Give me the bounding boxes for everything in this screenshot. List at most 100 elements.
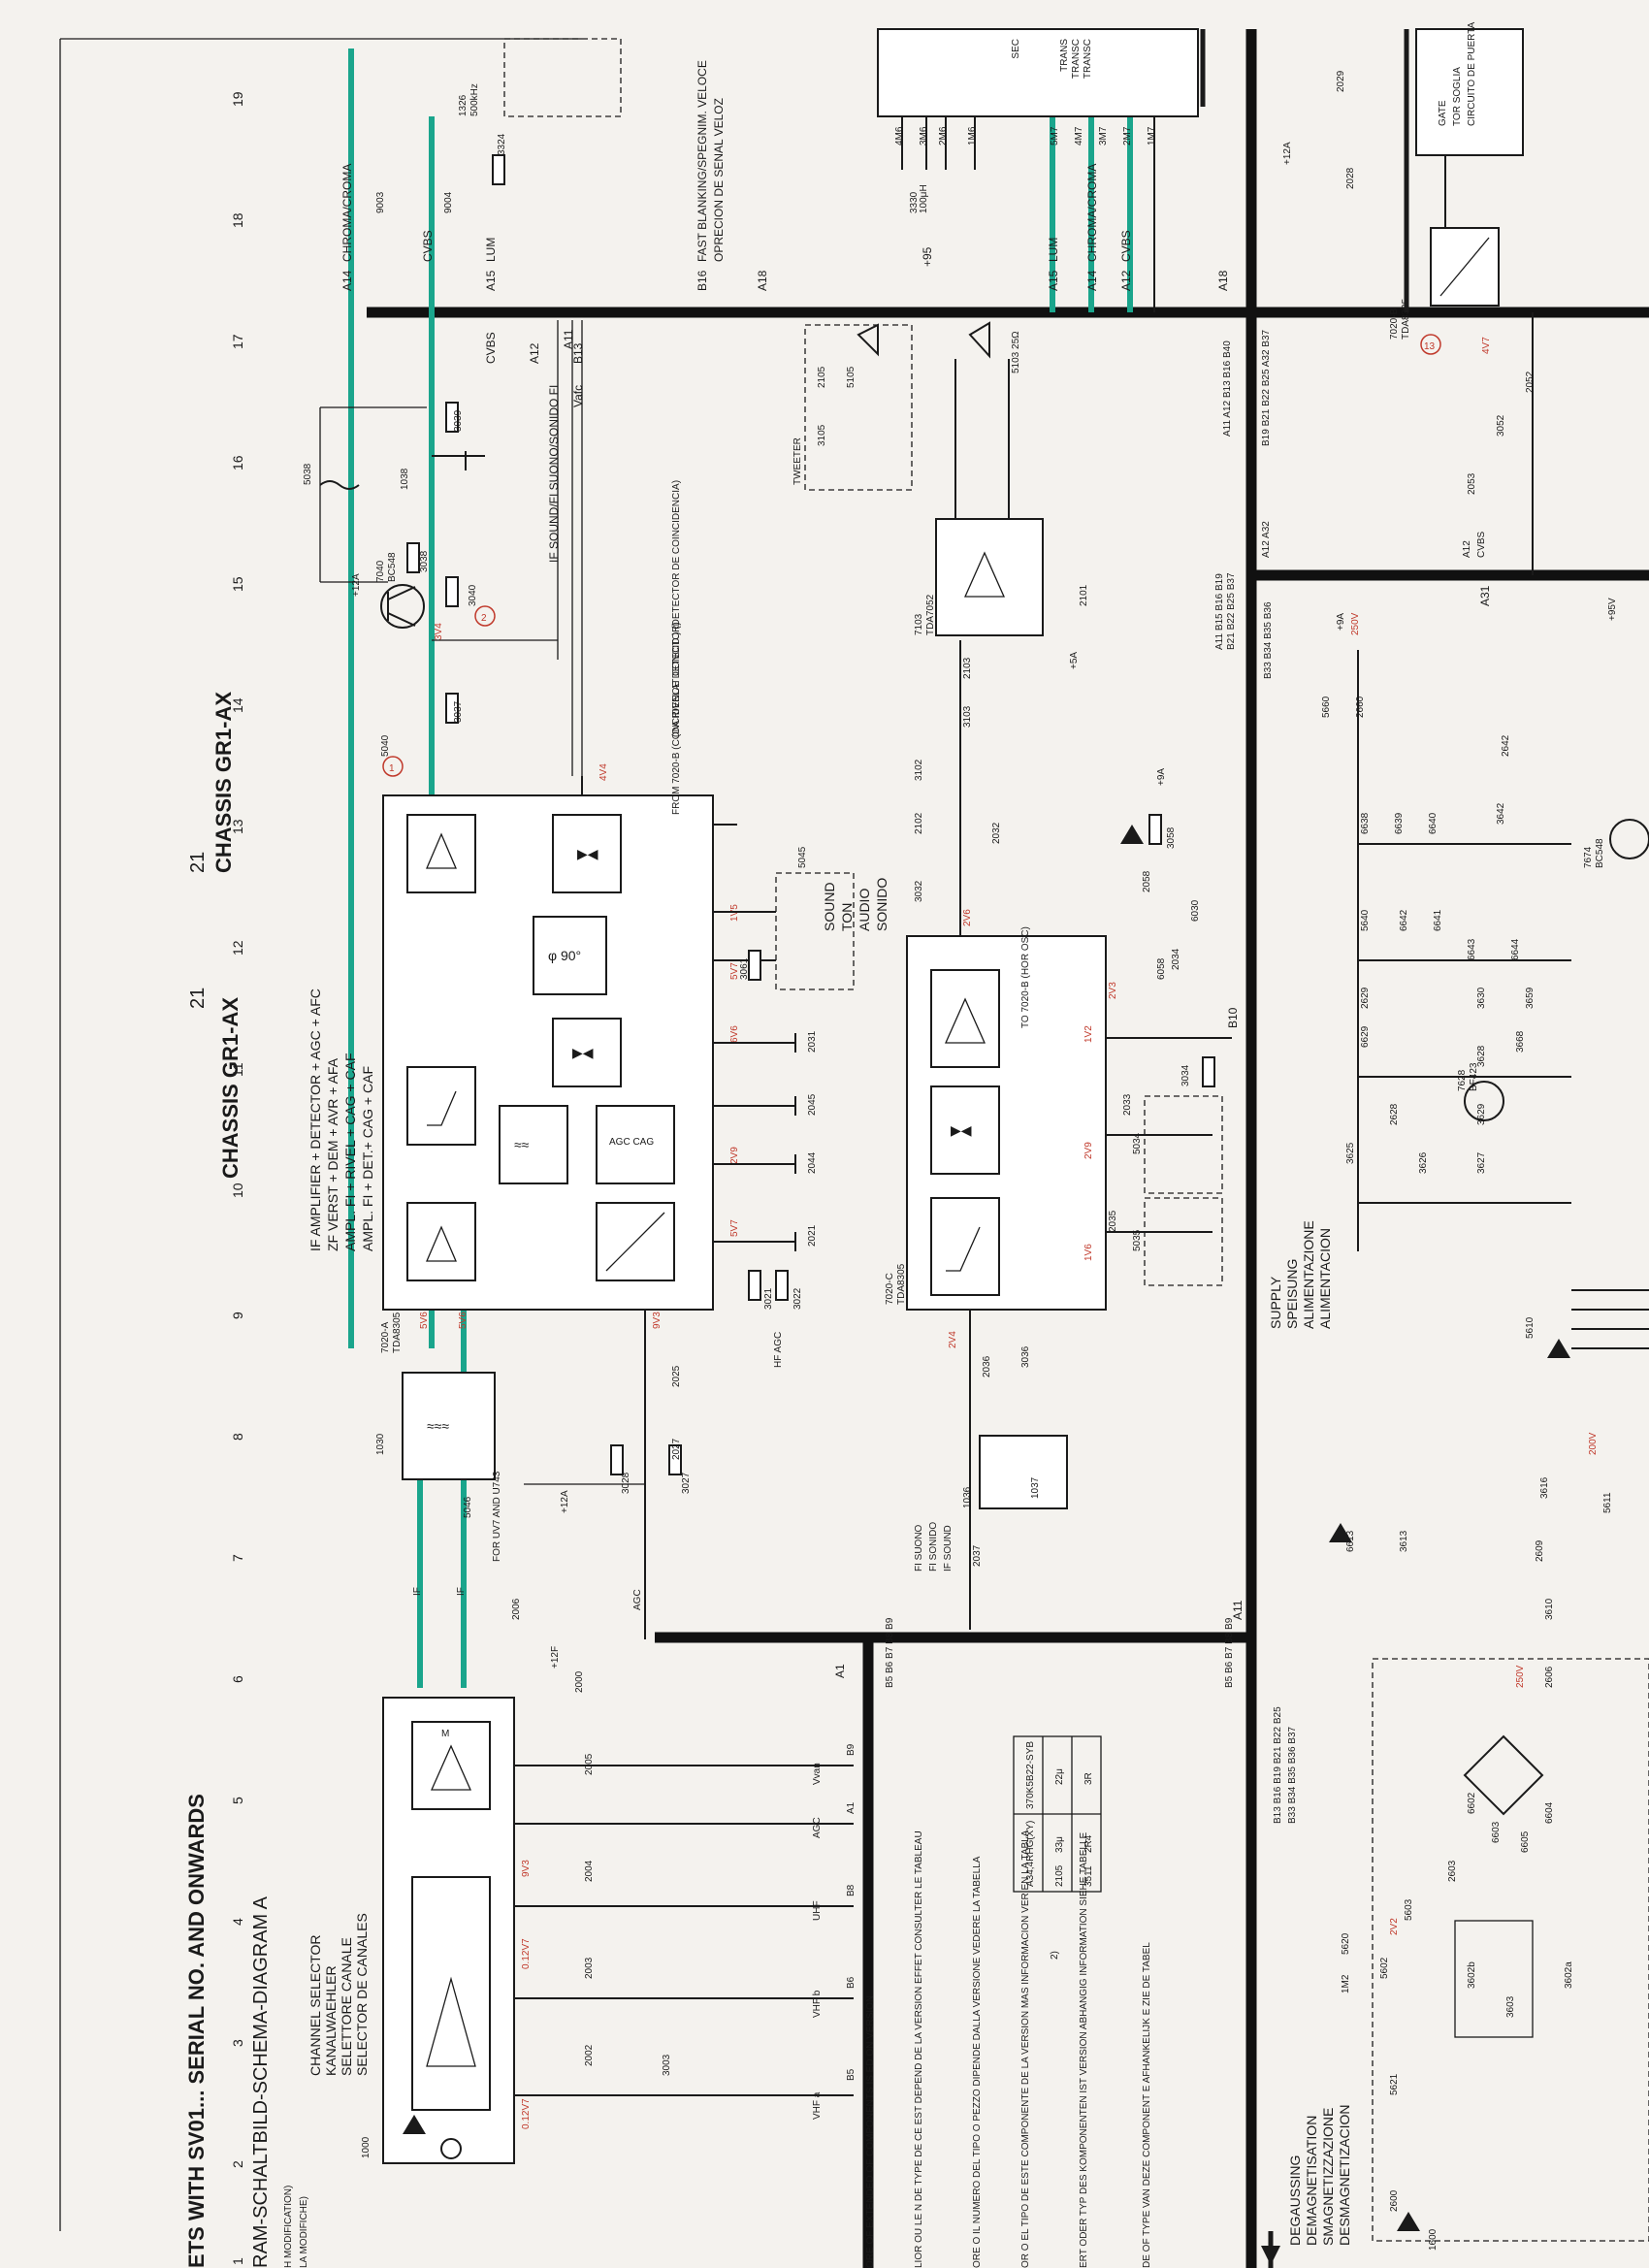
supply-name-4: ALIMENTACION	[1317, 1228, 1333, 1329]
channel-selector-name-4: SELECTOR DE CANALES	[354, 1913, 370, 2076]
svg-text:3061: 3061	[739, 957, 750, 980]
svg-text:2029: 2029	[1336, 70, 1346, 92]
sound-label-3: AUDIO	[857, 889, 872, 931]
svg-text:φ 90°: φ 90°	[548, 948, 581, 963]
grid-19: 19	[230, 91, 245, 107]
v-5v6-a: 5V6	[419, 1312, 430, 1329]
v-95-supply: +9A	[1336, 613, 1346, 631]
pin-1m6: 1M6	[967, 126, 978, 146]
bus-list-b5: B5 B6 B7 B8 B9	[1224, 1617, 1235, 1688]
v-12a-1: +12A	[351, 573, 362, 597]
svg-text:2606: 2606	[1544, 1666, 1555, 1688]
grid-10: 10	[230, 1183, 245, 1198]
signal-chroma-2: CHROMA/CROMA	[1085, 164, 1099, 262]
v-95: +9A	[1156, 768, 1167, 786]
res-3040	[445, 576, 459, 607]
v-sound-1v2: 1V2	[1083, 1025, 1094, 1043]
footnotes: ORE OF EXTENDED OF COMPONENTS IS ED ON V…	[865, 1830, 1152, 2268]
channel-selector-name-1: CHANNEL SELECTOR	[307, 1935, 323, 2076]
transcoder-ic	[877, 28, 1199, 117]
bus-list-b21: B21 B22 B25 B37	[1226, 572, 1237, 650]
svg-text:5610: 5610	[1525, 1316, 1536, 1339]
grid-6: 6	[230, 1675, 245, 1683]
bus-list-b33: B33 B34 B35 B36	[1263, 601, 1274, 679]
transistor-7674-ref: 7674	[1583, 846, 1594, 868]
audio-amp-ref: 7103	[914, 613, 924, 635]
v-200v: 200V	[1588, 1432, 1599, 1455]
sound-label-1: SOUND	[822, 882, 837, 931]
tuner-amp	[411, 1721, 491, 1810]
grid-7: 7	[230, 1554, 245, 1562]
v-sound-2v9: 2V9	[1083, 1142, 1094, 1159]
if-amp-variable	[406, 1202, 476, 1281]
v-sound-1v6: 1V6	[1083, 1244, 1094, 1261]
signal-cvbs-3: CVBS	[1119, 230, 1133, 262]
v-sound-2v3: 2V3	[1108, 982, 1118, 999]
svg-text:2005: 2005	[584, 1753, 595, 1775]
svg-text:500kHz: 500kHz	[469, 83, 480, 116]
svg-text:6643: 6643	[1467, 938, 1477, 960]
v-9v3: 9V3	[652, 1312, 663, 1329]
svg-text:3630: 3630	[1476, 987, 1487, 1009]
res-3324	[492, 154, 505, 185]
signal-a15: A15	[484, 270, 498, 291]
svg-text:1600: 1600	[1428, 2228, 1439, 2251]
fi-suono: FI SUONO	[914, 1524, 924, 1571]
svg-text:≈≈: ≈≈	[514, 1137, 530, 1152]
sound-limiter	[930, 1197, 1000, 1296]
warning-icon-3	[1547, 1339, 1570, 1358]
v-12f: +12F	[550, 1646, 561, 1669]
signal-a18-2: A18	[1216, 270, 1230, 291]
speaker-icon	[968, 321, 990, 359]
filter-1326	[503, 38, 622, 117]
svg-text:3032: 3032	[914, 880, 924, 902]
res-3027	[668, 1444, 682, 1475]
pin-5m7: 5M7	[1050, 126, 1060, 146]
top-ic-pins: 4M6 3M6 2M6 1M6 5M7 4M7 3M7 2M7 1M7	[894, 126, 1157, 146]
res-3037	[445, 693, 459, 724]
svg-text:13: 13	[1424, 341, 1436, 352]
signal-lum: LUM	[484, 238, 498, 262]
sound-label-4: SONIDO	[874, 878, 889, 931]
res-3330: 3330	[909, 191, 920, 213]
svg-text:3610: 3610	[1544, 1598, 1555, 1620]
grid-17: 17	[230, 334, 245, 349]
svg-text:▶◀: ▶◀	[951, 1122, 972, 1138]
grid-4: 4	[230, 1918, 245, 1926]
svg-text:3034: 3034	[1180, 1064, 1191, 1086]
if-amp-agc	[596, 1105, 675, 1184]
speaker-label: 5103 25Ω	[1011, 331, 1021, 373]
svg-text:IF: IF	[412, 1587, 423, 1596]
res-3061	[748, 950, 761, 981]
variant-r1-c1: 33μ	[1054, 1836, 1065, 1853]
v-12b: +95	[921, 246, 934, 267]
channel-selector-name-2: KANALWAEHLER	[323, 1965, 339, 2076]
tweeter-icon	[857, 323, 879, 357]
svg-text:3602b: 3602b	[1467, 1961, 1477, 1989]
svg-text:6640: 6640	[1428, 812, 1439, 834]
svg-text:2105: 2105	[817, 366, 827, 388]
svg-text:2603: 2603	[1447, 1860, 1458, 1882]
bus-list-b5-2: B5 B6 B7 B8 B9	[885, 1617, 895, 1688]
v-cs-2: 0.12V7	[521, 1938, 532, 1969]
svg-text:2027: 2027	[671, 1438, 682, 1460]
svg-text:6642: 6642	[1399, 909, 1409, 931]
if-amp-name-3: AMPL. FI + RIVEL + CAG + CAF	[342, 1053, 358, 1252]
grid-3: 3	[230, 2039, 245, 2047]
svg-text:3602a: 3602a	[1564, 1961, 1574, 1989]
grid-13: 13	[230, 819, 245, 834]
v-4v7: 4V7	[1481, 337, 1492, 354]
svg-text:3038: 3038	[419, 550, 430, 572]
input-vhf-a: VHF a	[812, 2091, 823, 2120]
svg-text:2031: 2031	[807, 1030, 818, 1053]
svg-text:2035: 2035	[1108, 1210, 1118, 1232]
connector-b10: B10	[1226, 1007, 1240, 1028]
svg-text:2044: 2044	[807, 1151, 818, 1174]
coil-5034	[1144, 1095, 1223, 1194]
coil-5035	[1144, 1197, 1223, 1286]
signal-cvbs-2: CVBS	[484, 332, 498, 364]
bridge-rectifier	[1463, 1734, 1544, 1816]
svg-text:5046: 5046	[463, 1496, 473, 1518]
variant-r2-c2: 3R	[1083, 1772, 1094, 1785]
transistor-7628-type: BF423	[1469, 1062, 1479, 1091]
